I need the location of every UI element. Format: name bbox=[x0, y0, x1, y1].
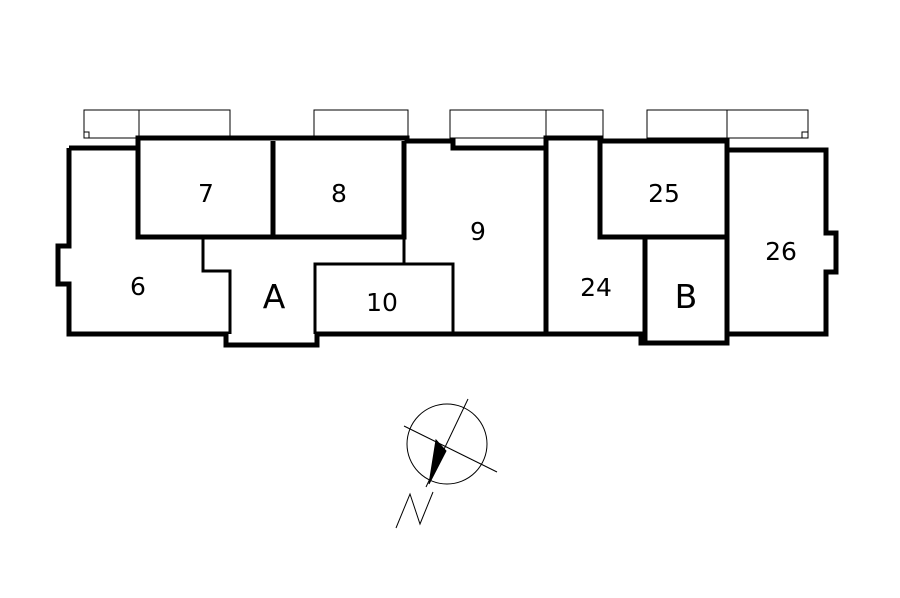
stair-b-label: B bbox=[675, 277, 698, 316]
stair-a-label: A bbox=[263, 277, 286, 316]
room-7-label: 7 bbox=[198, 179, 214, 208]
interior-walls bbox=[135, 141, 730, 343]
room-labels: 6 7 8 9 10 24 25 26 A B bbox=[130, 179, 797, 317]
room-6-label: 6 bbox=[130, 272, 146, 301]
balconies bbox=[83, 109, 809, 139]
room-8-label: 8 bbox=[331, 179, 347, 208]
room-25-label: 25 bbox=[648, 179, 680, 208]
room-9-label: 9 bbox=[470, 217, 486, 246]
room-10-label: 10 bbox=[366, 288, 398, 317]
outer-walls bbox=[55, 135, 839, 348]
north-arrow-icon bbox=[395, 398, 498, 529]
balcony-room-8 bbox=[313, 109, 409, 139]
room-26-label: 26 bbox=[765, 237, 797, 266]
room-24-label: 24 bbox=[580, 273, 612, 302]
balcony-room-9 bbox=[449, 109, 604, 139]
balcony-west bbox=[83, 109, 231, 139]
